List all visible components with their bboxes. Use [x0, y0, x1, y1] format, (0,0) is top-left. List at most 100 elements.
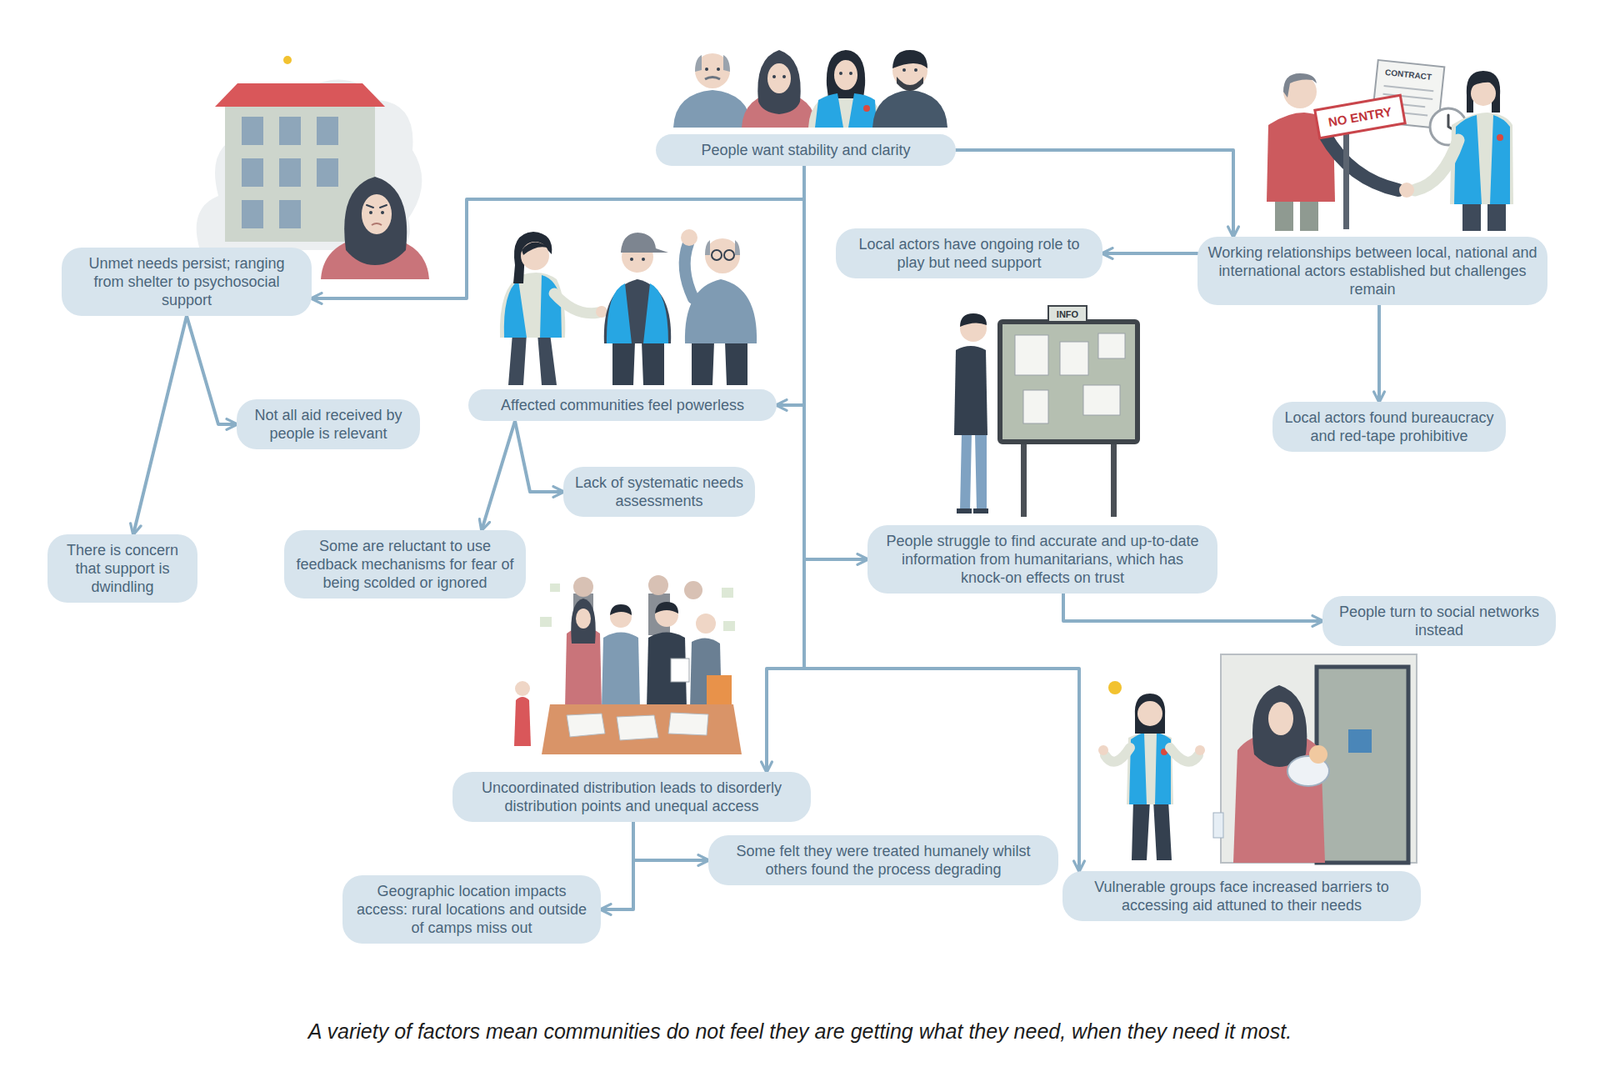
people-group-illustration	[757, 50, 800, 115]
notice-board-illustration	[1015, 335, 1049, 375]
powerless-illustration	[500, 272, 565, 338]
handshake-illustration	[1454, 115, 1510, 205]
people-group-illustration	[695, 55, 730, 72]
handshake-illustration	[1275, 198, 1294, 231]
distribution-illustration	[514, 575, 742, 755]
arrow-connector	[1102, 251, 1198, 255]
powerless-illustration	[554, 293, 599, 314]
bubble-text: Vulnerable groups face increased barrier…	[1072, 877, 1411, 915]
powerless-illustration	[685, 279, 757, 344]
notice-board-illustration	[1020, 433, 1027, 517]
vulnerable-groups-illustration	[1105, 747, 1130, 762]
bubble-text: Not all aid received by people is releva…	[246, 405, 410, 443]
shelter-illustration	[196, 55, 430, 280]
notice-board-illustration	[960, 433, 987, 510]
arrow-connector	[766, 165, 805, 772]
people-group-illustration	[705, 77, 720, 80]
vulnerable-groups-illustration	[1309, 745, 1328, 764]
powerless-illustration	[685, 243, 694, 299]
powerless-illustration	[630, 257, 634, 261]
bubble-text: Unmet needs persist; ranging from shelte…	[71, 254, 302, 310]
bubble-text: There is concern that support is dwindli…	[57, 540, 188, 596]
arrow-connector	[186, 315, 237, 425]
sign-text: INFO	[1056, 310, 1079, 320]
shelter-illustration	[283, 55, 292, 65]
distribution-illustration	[616, 715, 659, 740]
arrow-connector	[1377, 305, 1381, 402]
sign-text: NO ENTRY	[1327, 105, 1393, 129]
distribution-illustration	[684, 580, 703, 600]
distribution-illustration	[655, 601, 679, 614]
powerless-illustration	[612, 341, 665, 385]
text-bubble: There is concern that support is dwindli…	[47, 534, 198, 603]
distribution-illustration	[515, 680, 530, 696]
text-bubble: Some are reluctant to use feedback mecha…	[284, 530, 526, 599]
distribution-illustration	[540, 616, 552, 627]
arrow-connector	[133, 315, 187, 535]
powerless-illustration	[504, 275, 562, 338]
distribution-illustration	[648, 575, 669, 595]
sign-text: CONTRACT	[1385, 68, 1433, 82]
powerless-illustration	[724, 250, 735, 260]
text-bubble: Working relationships between local, nat…	[1197, 236, 1548, 305]
bubble-text: People turn to social networks instead	[1332, 602, 1546, 640]
powerless-illustration	[595, 305, 608, 318]
text-bubble: Geographic location impacts access: rura…	[342, 875, 601, 944]
distribution-illustration	[695, 613, 716, 634]
vulnerable-groups-illustration	[1170, 747, 1199, 762]
bubble-text: Uncoordinated distribution leads to diso…	[462, 778, 801, 815]
handshake-illustration	[1496, 134, 1504, 141]
distribution-illustration	[601, 632, 640, 710]
notice-board-illustration	[1023, 390, 1049, 424]
text-bubble: Uncoordinated distribution leads to diso…	[452, 771, 811, 822]
distribution-illustration	[573, 576, 594, 597]
people-group-illustration	[782, 75, 786, 79]
text-bubble: People want stability and clarity	[655, 134, 956, 166]
powerless-illustration	[641, 257, 645, 261]
text-bubble: Local actors found bureaucracy and red-t…	[1272, 401, 1506, 452]
powerless-illustration	[513, 231, 552, 284]
vulnerable-groups-illustration	[1131, 800, 1172, 860]
powerless-illustration	[604, 279, 671, 344]
powerless-illustration	[705, 240, 740, 255]
powerless-illustration	[606, 283, 669, 344]
handshake-illustration	[1283, 73, 1317, 98]
text-bubble: Some felt they were treated humanely whi…	[708, 835, 1059, 885]
text-bubble: Vulnerable groups face increased barrier…	[1062, 870, 1421, 921]
shelter-illustration	[366, 205, 387, 208]
text-bubble: Affected communities feel powerless	[468, 389, 777, 421]
distribution-illustration	[514, 696, 531, 746]
people-group-illustration	[902, 68, 906, 72]
bubble-text: Some felt they were treated humanely whi…	[718, 841, 1049, 879]
notice-board-illustration	[954, 345, 988, 435]
people-group-illustration	[673, 50, 948, 128]
shelter-illustration	[361, 194, 392, 235]
distribution-illustration	[723, 620, 735, 631]
bubble-text: Working relationships between local, nat…	[1207, 243, 1538, 299]
people-group-illustration	[826, 50, 865, 99]
vulnerable-groups-illustration	[1252, 685, 1307, 767]
bubble-text: Lack of systematic needs assessments	[573, 473, 745, 510]
bubble-text: Affected communities feel powerless	[478, 395, 767, 415]
caption: A variety of factors mean communities do…	[0, 1018, 1600, 1044]
arrow-connector	[515, 420, 564, 492]
notice-board-illustration	[1110, 433, 1117, 517]
powerless-illustration	[705, 238, 740, 274]
shelter-illustration	[196, 79, 423, 250]
vulnerable-groups-illustration	[1316, 666, 1409, 863]
text-bubble: Unmet needs persist; ranging from shelte…	[61, 247, 312, 316]
handshake-illustration	[1315, 95, 1405, 139]
handshake-illustration	[1399, 182, 1415, 198]
notice-board-illustration	[973, 508, 989, 514]
shelter-illustration	[241, 158, 264, 187]
arrow-connector	[1063, 593, 1323, 621]
arrow-connector	[481, 420, 515, 530]
notice-board-illustration	[954, 305, 1138, 517]
powerless-illustration	[680, 229, 698, 246]
vulnerable-groups-illustration	[1137, 700, 1163, 726]
people-group-illustration	[863, 105, 870, 112]
people-group-illustration	[695, 53, 730, 89]
bubble-text: Some are reluctant to use feedback mecha…	[294, 536, 516, 592]
shelter-illustration	[241, 116, 264, 145]
